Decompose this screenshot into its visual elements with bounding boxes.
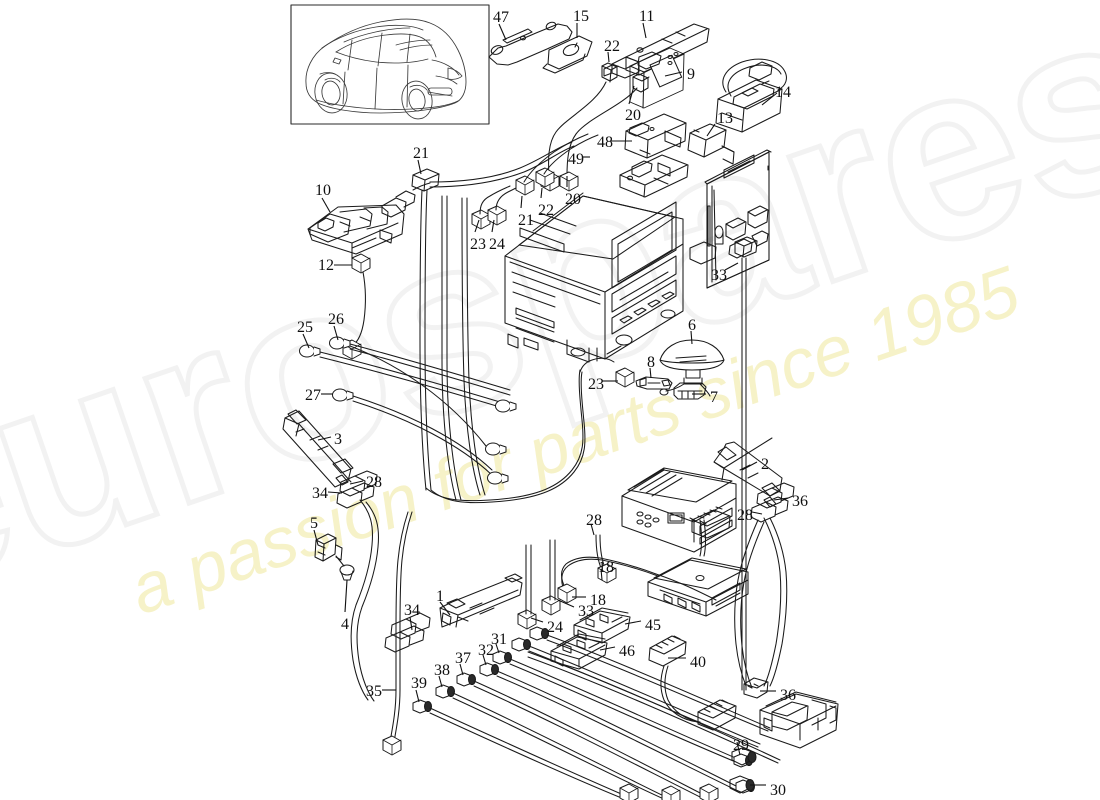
callout-number-18: 18 <box>590 592 606 609</box>
callout-number-21: 21 <box>518 212 534 229</box>
part-37-coax <box>456 672 719 800</box>
callout-number-30: 30 <box>770 782 786 799</box>
part-34-28-coax-pair <box>336 470 379 702</box>
part-12-cable <box>342 253 371 360</box>
callout-number-1: 1 <box>436 588 444 605</box>
callout-number-33: 33 <box>578 603 594 620</box>
part-mounting-bracket-lower-right <box>759 691 839 749</box>
callout-number-3: 3 <box>334 431 342 448</box>
callout-number-38: 38 <box>434 662 450 679</box>
part-amplifier <box>621 467 737 553</box>
callout-number-49: 49 <box>568 151 584 168</box>
callout-number-10: 10 <box>315 182 331 199</box>
callout-number-26: 26 <box>328 311 344 328</box>
callout-number-33: 33 <box>711 267 727 284</box>
part-31-coax <box>492 650 754 768</box>
callout-number-7: 7 <box>710 389 718 406</box>
part-48-bracket <box>624 113 687 159</box>
connectors-24-33 <box>517 539 561 630</box>
part-18-cable <box>557 556 717 604</box>
callout-number-20: 20 <box>565 191 581 208</box>
part-15-plate <box>542 35 593 74</box>
callout-number-32: 32 <box>478 642 494 659</box>
callout-number-36: 36 <box>792 493 808 510</box>
callout-number-21: 21 <box>413 145 429 162</box>
callout-number-31: 31 <box>491 631 507 648</box>
part-47-bracket <box>488 21 573 66</box>
callout-number-13: 13 <box>717 110 733 127</box>
part-32-coax <box>479 662 756 794</box>
callout-number-18: 18 <box>598 559 614 576</box>
part-36-28-coax <box>734 482 795 689</box>
part-display-unit <box>704 149 772 289</box>
callout-number-12: 12 <box>318 257 334 274</box>
callout-number-48: 48 <box>597 134 613 151</box>
callout-number-40: 40 <box>690 654 706 671</box>
harness-top-bundle <box>419 133 635 504</box>
part-22-cable <box>540 62 619 192</box>
callout-number-14: 14 <box>775 84 791 101</box>
harness-bundle-lines <box>527 651 781 764</box>
part-36-bottom-connector <box>743 677 769 699</box>
part-35-cable <box>382 511 413 756</box>
callout-number-11: 11 <box>639 8 655 25</box>
part-21-connector <box>411 168 440 192</box>
callout-number-45: 45 <box>645 617 661 634</box>
part-radio-head-unit <box>504 192 684 363</box>
callout-number-9: 9 <box>687 66 695 83</box>
callout-number-8: 8 <box>647 354 655 371</box>
callout-number-23: 23 <box>588 376 604 393</box>
callout-number-24: 24 <box>489 236 505 253</box>
callout-number-27: 27 <box>305 387 321 404</box>
part-9-module <box>629 47 685 109</box>
part-49-bracket <box>619 154 689 198</box>
callout-number-25: 25 <box>297 319 313 336</box>
callout-number-5: 5 <box>310 515 318 532</box>
callout-number-34: 34 <box>312 485 328 502</box>
callout-number-22: 22 <box>538 202 554 219</box>
callout-number-23: 23 <box>470 236 486 253</box>
callout-number-24: 24 <box>547 619 563 636</box>
callout-number-34: 34 <box>404 602 420 619</box>
part-25-coax <box>298 344 517 413</box>
callout-number-47: 47 <box>493 9 509 26</box>
callout-number-6: 6 <box>688 317 696 334</box>
callout-number-22: 22 <box>604 38 620 55</box>
part-10-connector-block <box>307 182 431 260</box>
callout-number-4: 4 <box>341 616 349 633</box>
part-39-coax <box>412 699 639 800</box>
callout-number-28: 28 <box>366 474 382 491</box>
part-14-cradle <box>715 58 787 133</box>
callout-number-28: 28 <box>586 512 602 529</box>
part-38-coax <box>435 684 681 800</box>
callout-number-2: 2 <box>761 456 769 473</box>
callout-number-36: 36 <box>780 687 796 704</box>
callout-number-39: 39 <box>411 675 427 692</box>
part-27-coax <box>331 388 509 485</box>
part-3-antenna-module <box>282 409 354 488</box>
callout-number-15: 15 <box>573 8 589 25</box>
part-telematics-box <box>647 557 749 617</box>
callout-number-46: 46 <box>619 643 635 660</box>
callout-number-29: 29 <box>733 737 749 754</box>
vehicle-thumbnail <box>290 4 490 125</box>
callout-number-28: 28 <box>737 507 753 524</box>
part-5-bracket <box>314 533 343 562</box>
part-33-cable-upper <box>734 236 758 691</box>
callout-number-35: 35 <box>366 683 382 700</box>
amp-connector-28 <box>595 506 731 584</box>
part-20-cable <box>559 73 650 192</box>
callout-number-20: 20 <box>625 107 641 124</box>
callout-number-37: 37 <box>455 650 471 667</box>
